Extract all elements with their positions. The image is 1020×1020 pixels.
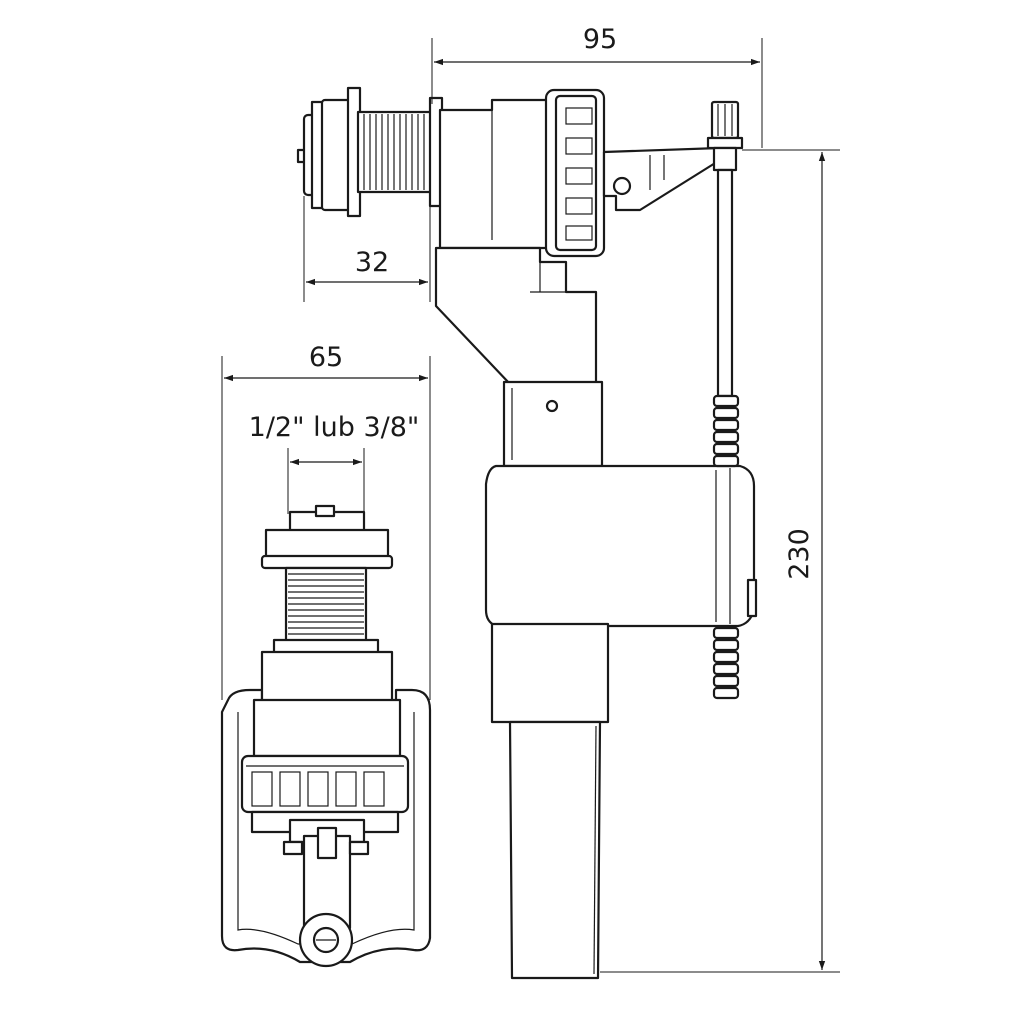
inlet-nipple bbox=[296, 86, 444, 218]
adjust-rod bbox=[706, 100, 744, 700]
dim-label-65: 65 bbox=[309, 342, 343, 373]
dimension-thread: 1/2" lub 3/8" bbox=[249, 412, 420, 514]
valve-head bbox=[438, 88, 722, 258]
rod-thread-lower bbox=[712, 626, 740, 700]
front-view bbox=[220, 504, 432, 968]
front-nipple bbox=[260, 504, 394, 656]
dim-label-thread: 1/2" lub 3/8" bbox=[249, 412, 420, 443]
dimension-65: 65 bbox=[221, 342, 431, 700]
rod-thread-upper bbox=[712, 394, 740, 468]
dim-label-230: 230 bbox=[784, 528, 815, 580]
side-view bbox=[296, 86, 758, 980]
riser-tube bbox=[434, 246, 604, 468]
dimension-32: 32 bbox=[303, 196, 431, 302]
dim-label-95: 95 bbox=[583, 24, 617, 55]
dim-label-32: 32 bbox=[355, 247, 389, 278]
front-linkage bbox=[282, 818, 370, 968]
float-housing bbox=[484, 464, 758, 628]
dimension-230: 230 bbox=[600, 149, 840, 973]
lower-tube bbox=[490, 622, 610, 980]
dimension-95: 95 bbox=[431, 24, 763, 148]
